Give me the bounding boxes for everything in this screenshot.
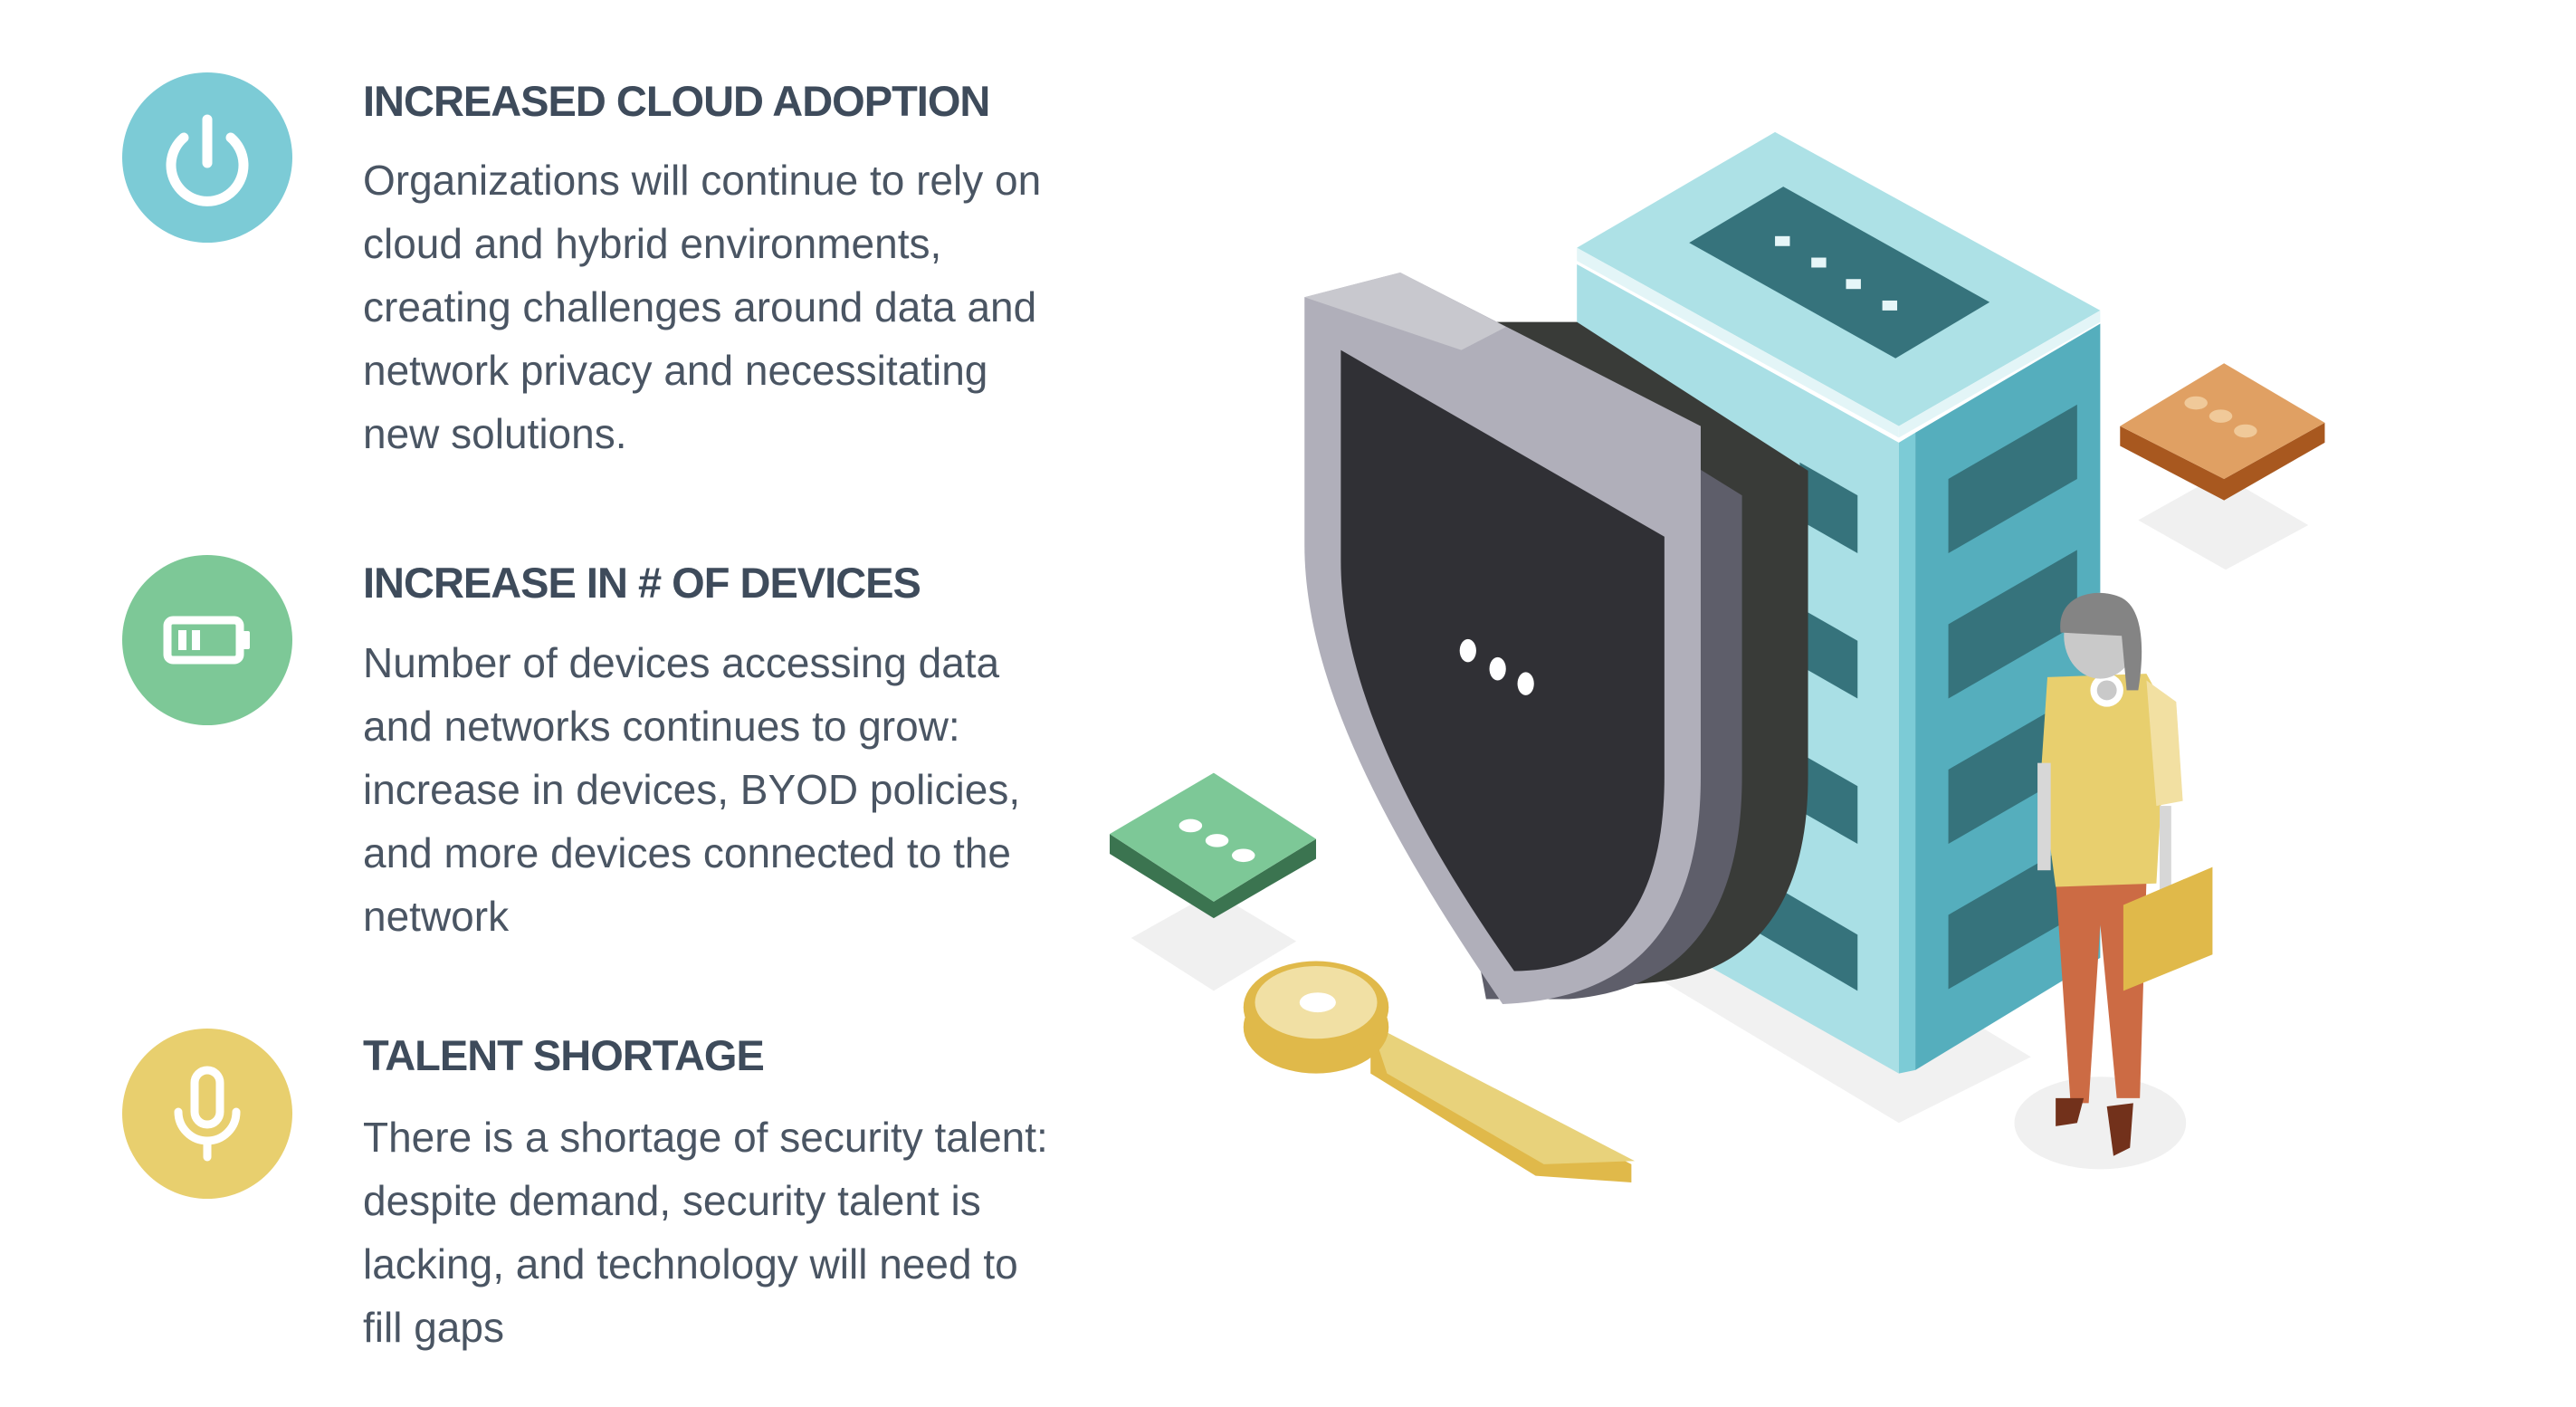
body-line: There is a shortage of security talent: <box>363 1114 1048 1161</box>
green-tile-shadow <box>1131 891 1297 991</box>
body-line: creating challenges around data and <box>363 283 1037 330</box>
body-line: new solutions. <box>363 410 627 457</box>
body-line: network privacy and necessitating <box>363 347 988 394</box>
body-line: cloud and hybrid environments, <box>363 220 942 267</box>
body-line: despite demand, security talent is <box>363 1177 981 1224</box>
body-line: and networks continues to grow: <box>363 703 960 750</box>
body-line: fill gaps <box>363 1304 504 1351</box>
body-line: lacking, and technology will need to <box>363 1240 1018 1287</box>
section-heading: INCREASE IN # OF DEVICES <box>363 559 921 607</box>
key-icon <box>1243 961 1636 1182</box>
chat-tile-green-icon <box>1110 772 1317 919</box>
body-line: and more devices connected to the <box>363 829 1012 876</box>
section-heading: TALENT SHORTAGE <box>363 1031 765 1079</box>
microphone-icon <box>122 1029 292 1199</box>
orange-tile-shadow <box>2138 474 2309 570</box>
body-line: network <box>363 893 510 940</box>
body-line: Organizations will continue to rely on <box>363 157 1042 204</box>
battery-icon <box>122 555 292 725</box>
power-icon <box>122 72 292 243</box>
section-body: Number of devices accessing data and net… <box>363 631 1114 948</box>
section-body: There is a shortage of security talent: … <box>363 1106 1114 1359</box>
section-heading: INCREASED CLOUD ADOPTION <box>363 77 990 125</box>
person-shadow <box>2014 1077 2187 1170</box>
chat-tile-orange-icon <box>2120 363 2325 501</box>
shield-icon <box>1304 272 1808 1004</box>
section-body: Organizations will continue to rely on c… <box>363 148 1114 465</box>
body-line: increase in devices, BYOD policies, <box>363 766 1021 813</box>
person-icon <box>2037 592 2213 1156</box>
body-line: Number of devices accessing data <box>363 639 1000 686</box>
